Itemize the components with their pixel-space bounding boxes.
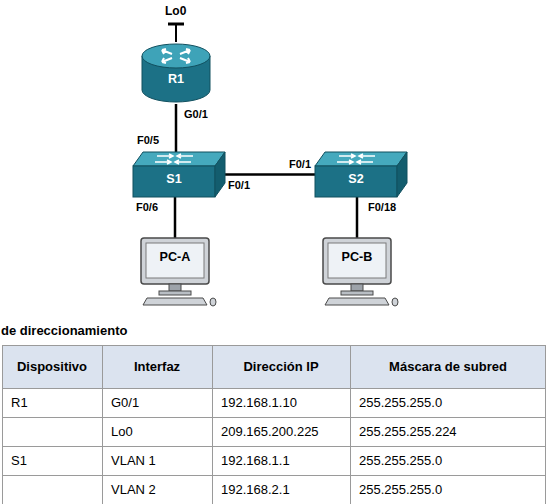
pc-icon-outline <box>315 238 399 306</box>
interface-label: F0/18 <box>368 201 396 213</box>
interface-label: F0/5 <box>137 134 159 146</box>
device-name: S1 <box>133 172 215 186</box>
network-link <box>225 173 315 176</box>
pc-icon: PC-A <box>133 238 217 306</box>
loopback-stem <box>175 24 177 42</box>
table-cell: VLAN 1 <box>103 447 211 474</box>
device-name: S2 <box>315 172 397 186</box>
table-cell: VLAN 2 <box>103 476 211 503</box>
pc-icon-outline <box>133 238 217 306</box>
table-header-cell: Máscara de subred <box>351 346 545 387</box>
table-cell: Lo0 <box>103 418 211 445</box>
table-header-cell: Dirección IP <box>213 346 349 387</box>
interface-label: F0/6 <box>136 201 158 213</box>
table-cell: 255.255.255.0 <box>351 389 545 416</box>
table-cell: S1 <box>3 447 101 474</box>
switch-icon: S2 <box>315 152 407 197</box>
device-name: PC-B <box>328 250 386 264</box>
table-cell: 255.255.255.224 <box>351 418 545 445</box>
table-header-ground <box>2 345 546 388</box>
table-cell: 192.168.1.10 <box>213 389 349 416</box>
device-name: R1 <box>140 72 212 86</box>
interface-label: F0/1 <box>289 158 311 170</box>
table-cell: G0/1 <box>103 389 211 416</box>
pc-icon: PC-B <box>315 238 399 306</box>
router-icon: R1 <box>140 42 212 104</box>
network-link <box>175 104 178 152</box>
table-cell: R1 <box>3 389 101 416</box>
network-link <box>174 197 177 238</box>
table-grid <box>2 345 546 504</box>
table-header-cell: Dispositivo <box>3 346 101 387</box>
device-name: PC-A <box>146 250 204 264</box>
table-cell: 192.168.2.1 <box>213 476 349 503</box>
interface-label: Lo0 <box>165 4 186 18</box>
switch-icon: S1 <box>133 152 225 197</box>
table-title: de direccionamiento <box>1 323 127 338</box>
table-cell: 192.168.1.1 <box>213 447 349 474</box>
network-link <box>356 197 359 238</box>
interface-label: F0/1 <box>228 179 250 191</box>
table-cell: 255.255.255.0 <box>351 447 545 474</box>
interface-label: G0/1 <box>184 108 208 120</box>
table-cell: 255.255.255.0 <box>351 476 545 503</box>
table-header-cell: Interfaz <box>103 346 211 387</box>
table-cell: 209.165.200.225 <box>213 418 349 445</box>
